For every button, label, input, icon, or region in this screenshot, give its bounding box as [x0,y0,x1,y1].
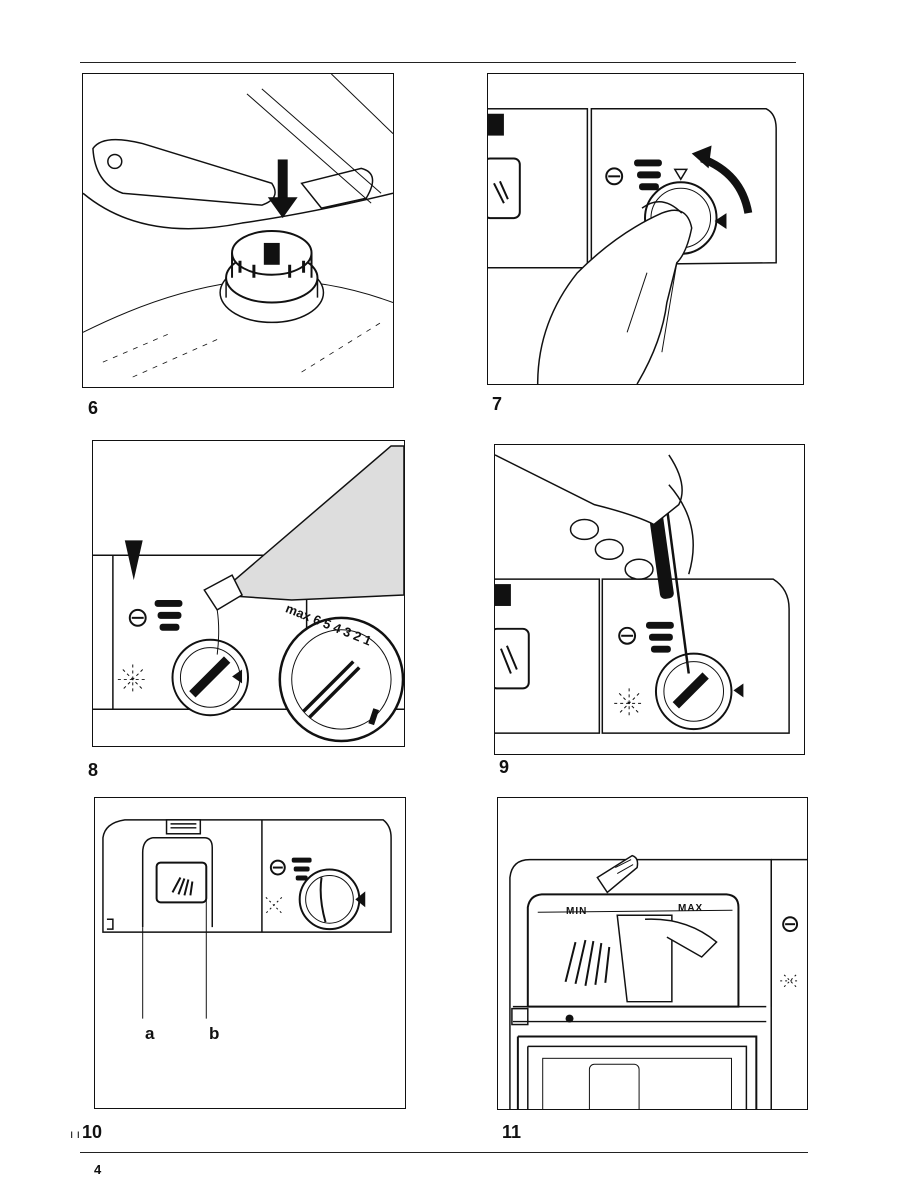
figure-9-number: 9 [499,757,509,778]
figure-11-illustration [498,798,807,1109]
figure-6-number: 6 [88,398,98,419]
top-rule [80,62,796,63]
figure-7-panel [487,73,804,385]
reservoir-min-label: MIN [566,906,587,917]
bottom-rule [80,1152,808,1153]
figure-11-panel: MIN MAX [497,797,808,1110]
reservoir-max-label: MAX [678,903,703,914]
figure-7-illustration [488,74,803,384]
figure-10-illustration [95,798,405,1108]
figure-8-number: 8 [88,760,98,781]
figure-7-number: 7 [492,394,502,415]
figure-8-panel: max 6 5 4 3 2 1 [92,440,405,747]
figure-10-callout-b: b [209,1024,219,1044]
page-number: 4 [94,1162,101,1177]
figure-9-illustration [495,445,804,754]
figure-8-illustration [93,441,404,746]
figure-10-prefix: ı ı [70,1127,80,1141]
figure-10-callout-a: a [145,1024,154,1044]
figure-6-panel [82,73,394,388]
figure-10-panel: a b [94,797,406,1109]
figure-6-illustration [83,74,393,387]
figure-11-number: 11 [502,1122,521,1143]
figure-9-panel [494,444,805,755]
